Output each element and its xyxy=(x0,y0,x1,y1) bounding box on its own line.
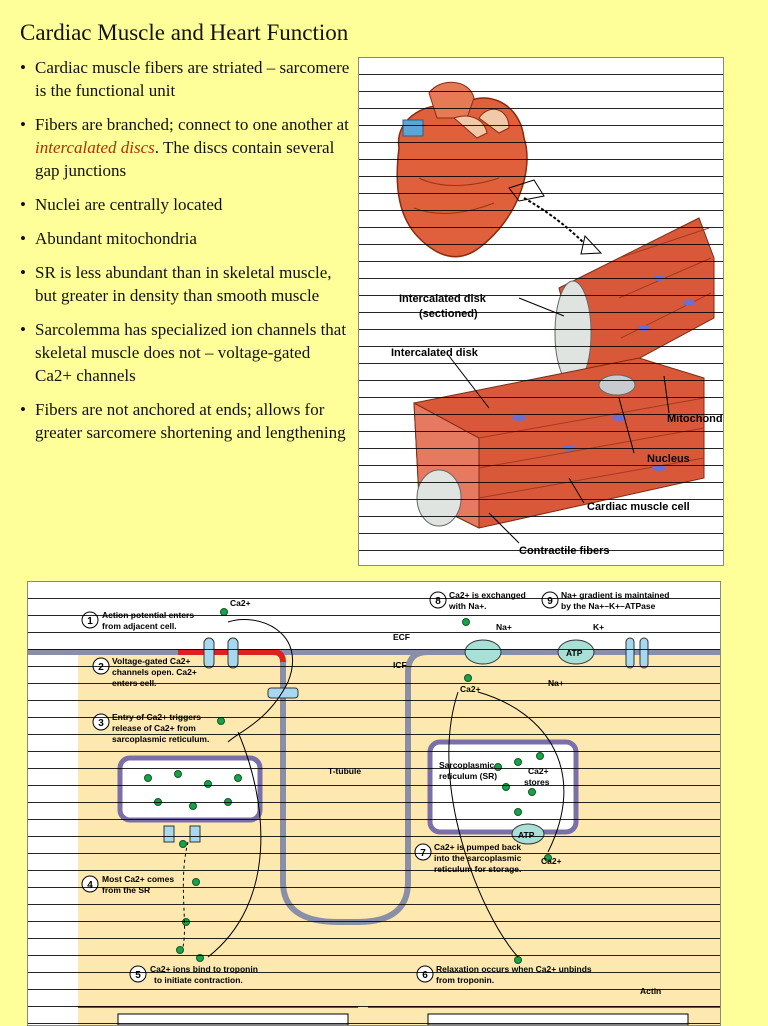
bullet-text: Fibers are not anchored at ends; allows … xyxy=(35,400,346,442)
label-step7c: reticulum for storage. xyxy=(434,864,521,874)
label-step5b: to initiate contraction. xyxy=(154,975,243,985)
label-step9: Na+ gradient is maintained xyxy=(561,590,669,600)
label-na-bottom: Na+ xyxy=(548,678,564,688)
label-nucleus: Nucleus xyxy=(647,453,690,465)
bullet-list: Cardiac muscle fibers are striated – sar… xyxy=(20,56,350,455)
label-step2c: enters cell. xyxy=(112,678,156,688)
svg-text:9: 9 xyxy=(547,596,553,607)
label-ca-stores2: stores xyxy=(524,777,550,787)
bullet-text: Fibers are branched; connect to one anot… xyxy=(35,115,349,134)
label-step1b: from adjacent cell. xyxy=(102,621,177,631)
label-sr2: reticulum (SR) xyxy=(439,771,497,781)
label-na-top: Na+ xyxy=(496,622,512,632)
label-step8b: with Na+. xyxy=(448,601,487,611)
label-step9b: by the Na+–K+–ATPase xyxy=(561,601,656,611)
label-step3c: sarcoplasmic reticulum. xyxy=(112,734,209,744)
label-k: K+ xyxy=(593,622,604,632)
svg-text:7: 7 xyxy=(420,848,426,859)
cardiac-muscle-illustration: Intercalated disk (sectioned) Intercalat… xyxy=(391,81,723,557)
label-mitochondria: Mitochondria xyxy=(667,413,723,425)
heart-illustration xyxy=(396,81,545,258)
bullet-item: Fibers are not anchored at ends; allows … xyxy=(20,398,350,444)
na-ca-exchanger xyxy=(464,639,502,665)
cardiac-muscle-figure: Intercalated disk (sectioned) Intercalat… xyxy=(358,57,724,566)
label-step3: Entry of Ca2+ triggers xyxy=(112,712,201,722)
slide-title: Cardiac Muscle and Heart Function xyxy=(20,20,349,45)
ec-coupling-figure: 1 2 3 4 5 6 7 8 9 Action potential enter… xyxy=(27,581,721,1026)
label-step6b: from troponin. xyxy=(436,975,494,985)
svg-text:5: 5 xyxy=(135,970,141,981)
label-step7b: into the sarcoplasmic xyxy=(434,853,522,863)
label-step3b: release of Ca2+ from xyxy=(112,723,196,733)
bullet-text: SR is less abundant than in skeletal mus… xyxy=(35,263,332,305)
label-step2: Voltage-gated Ca2+ xyxy=(112,656,191,666)
label-atp-membrane: ATP xyxy=(566,648,583,658)
label-ca-pump: Ca2+ xyxy=(541,856,562,866)
bullet-emphasis: intercalated discs xyxy=(35,138,155,157)
bullet-item: SR is less abundant than in skeletal mus… xyxy=(20,261,350,307)
sr-left xyxy=(117,755,263,823)
svg-text:4: 4 xyxy=(87,880,93,891)
label-step1: Action potential enters xyxy=(102,610,194,620)
label-sr: Sarcoplasmic xyxy=(439,760,495,770)
svg-text:6: 6 xyxy=(422,970,428,981)
label-contractile-fibers: Contractile fibers xyxy=(519,545,609,557)
svg-text:2: 2 xyxy=(98,662,104,673)
label-step2b: channels open. Ca2+ xyxy=(112,667,197,677)
bullet-item: Abundant mitochondria xyxy=(20,227,350,250)
label-intercalated-disk-sectioned: Intercalated disk xyxy=(399,293,487,305)
bullet-text-tail: . The discs contain several gap junction… xyxy=(35,138,335,180)
label-cardiac-muscle-cell: Cardiac muscle cell xyxy=(587,501,690,513)
label-ca-stores: Ca2+ xyxy=(528,766,549,776)
label-step5: Ca2+ ions bind to troponin xyxy=(150,964,258,974)
label-step4b: from the SR xyxy=(102,885,150,895)
label-t-tubule: T-tubule xyxy=(328,766,361,776)
label-step6: Relaxation occurs when Ca2+ unbinds xyxy=(436,964,592,974)
label-ecf: ECF xyxy=(393,632,410,642)
bullet-text: Abundant mitochondria xyxy=(35,229,197,248)
label-step7: Ca2+ is pumped back xyxy=(434,842,521,852)
ec-coupling-diagram: 1 2 3 4 5 6 7 8 9 Action potential enter… xyxy=(28,590,720,1025)
svg-text:8: 8 xyxy=(435,596,441,607)
bullet-item: Nuclei are centrally located xyxy=(20,193,350,216)
bullet-item: Cardiac muscle fibers are striated – sar… xyxy=(20,56,350,102)
bullet-text: Nuclei are centrally located xyxy=(35,195,223,214)
label-actin: Actin xyxy=(640,986,661,996)
label-ca-membrane: Ca2+ xyxy=(460,684,481,694)
bullet-item: Fibers are branched; connect to one anot… xyxy=(20,113,350,182)
label-ca-top: Ca2+ xyxy=(230,598,251,608)
bullet-text: Sarcolemma has specialized ion channels … xyxy=(35,320,347,385)
label-atp-sr: ATP xyxy=(518,830,535,840)
label-step4: Most Ca2+ comes xyxy=(102,874,174,884)
bullet-item: Sarcolemma has specialized ion channels … xyxy=(20,318,350,387)
svg-text:3: 3 xyxy=(98,718,104,729)
svg-text:1: 1 xyxy=(87,616,93,627)
label-icf: ICF xyxy=(393,660,407,670)
label-sectioned: (sectioned) xyxy=(419,308,478,320)
label-step8: Ca2+ is exchanged xyxy=(449,590,526,600)
label-intercalated-disk: Intercalated disk xyxy=(391,347,479,359)
bullet-text: Cardiac muscle fibers are striated – sar… xyxy=(35,58,350,100)
